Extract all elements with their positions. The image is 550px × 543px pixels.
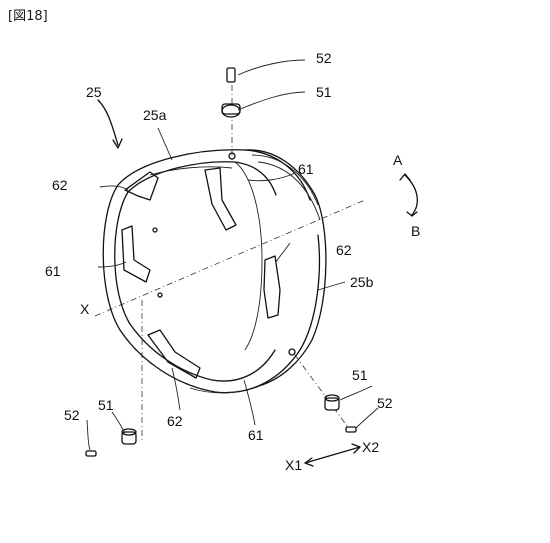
label-screw-left: 52 [64,407,80,423]
label-axis-x2: X2 [362,439,379,455]
arrow-x1-x2 [304,446,361,464]
label-outer-face: 25b [350,274,374,290]
label-screw-right: 52 [377,395,393,411]
figure-label: [図18] [8,9,48,24]
screw-52-bottom-right [345,426,357,433]
label-axis-x: X [80,301,90,317]
slot-62-right [263,255,281,319]
label-slot-62-bottom: 62 [167,413,183,429]
slot-62-upper-left [124,171,159,201]
label-nut-right: 51 [352,367,368,383]
label-dir-a: A [393,152,403,168]
slot-61-left [121,225,151,283]
ring-body [102,149,327,394]
label-dir-b: B [411,223,420,239]
hole-right [288,348,296,356]
label-slot-61-top: 61 [298,161,314,177]
arrow-25 [97,99,119,146]
label-nut-left: 51 [98,397,114,413]
arrow-a-b [404,174,418,216]
label-inner-face: 25a [143,107,167,123]
hole-axis [157,292,163,298]
label-slot-61-bottom: 61 [248,427,264,443]
bottom-right-fasteners [324,394,357,433]
axis-line-bottom-right [294,354,351,431]
label-slot-62-left: 62 [52,177,68,193]
axis-line-x [94,199,366,317]
label-ring: 25 [86,84,102,100]
hole-top [228,152,236,160]
screw-52-top [226,67,236,83]
label-axis-x1: X1 [285,457,302,473]
leader-lines [86,59,379,451]
hole-inner-left [152,227,158,233]
label-nut-top: 51 [316,84,332,100]
screw-52-bottom-left [85,450,97,457]
label-slot-62-right: 62 [336,242,352,258]
label-screw-top: 52 [316,50,332,66]
bottom-left-fasteners [85,428,137,457]
slot-62-lower [147,329,201,379]
slot-61-upper-right [204,167,237,231]
top-fasteners [221,67,241,118]
label-slot-61-left: 61 [45,263,61,279]
nut-51-top [221,104,241,118]
